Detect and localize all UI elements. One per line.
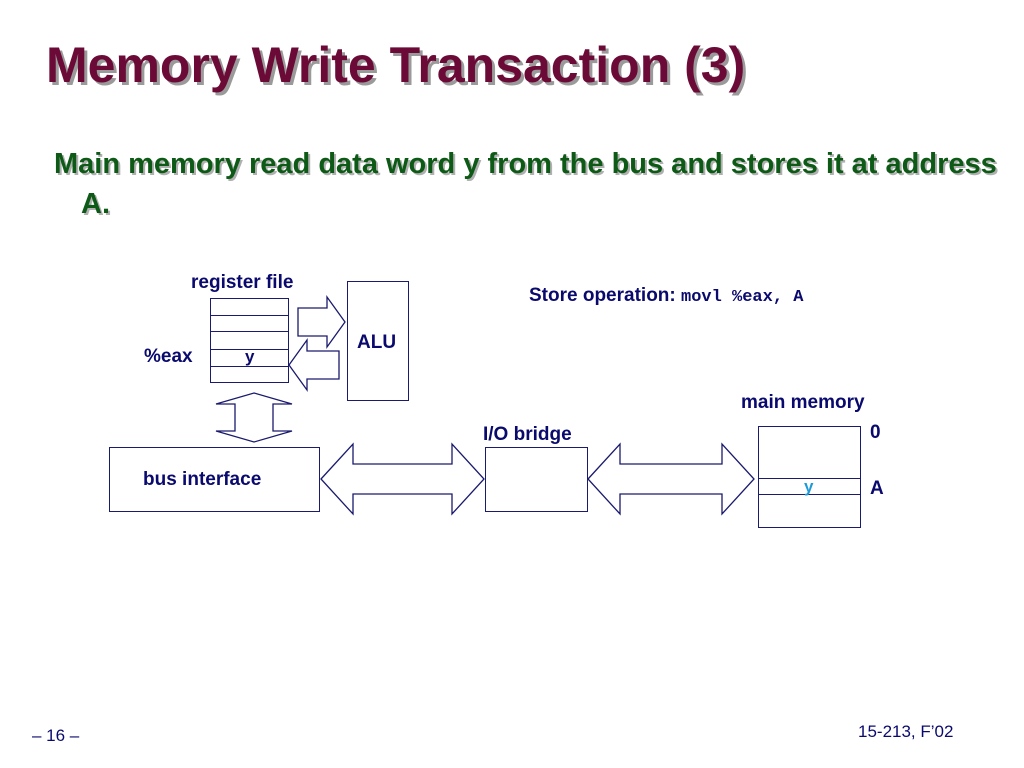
slide-title: Memory Write Transaction (3) bbox=[46, 37, 746, 93]
bus-interface-label: bus interface bbox=[143, 469, 262, 490]
alu-to-regfile-arrow bbox=[288, 337, 340, 393]
io-bridge-label: I/O bridge bbox=[483, 424, 572, 445]
store-op-label: Store operation: bbox=[529, 285, 676, 306]
bullet-text: Main memory read data word y from the bu… bbox=[54, 148, 997, 220]
register-file bbox=[210, 298, 289, 383]
bus-bridge-double-arrow bbox=[320, 442, 485, 516]
store-operation: Store operation: movl %eax, A bbox=[529, 285, 803, 307]
register-file-label: register file bbox=[191, 272, 294, 293]
main-memory-box bbox=[758, 426, 861, 528]
bus-interface-box bbox=[109, 447, 320, 512]
alu-box bbox=[347, 281, 409, 401]
bridge-memory-double-arrow bbox=[587, 442, 755, 516]
alu-label: ALU bbox=[357, 332, 397, 353]
io-bridge-box bbox=[485, 447, 588, 512]
regfile-to-alu-arrow bbox=[297, 294, 346, 350]
memory-value-y: y bbox=[804, 477, 814, 496]
eax-value: y bbox=[245, 347, 255, 366]
memory-address-0: 0 bbox=[870, 422, 881, 443]
store-op-code: movl %eax, A bbox=[681, 288, 804, 307]
main-memory-label: main memory bbox=[741, 392, 865, 413]
course-label: 15-213, F’02 bbox=[858, 722, 954, 741]
eax-label: %eax bbox=[144, 346, 193, 367]
memory-address-a: A bbox=[870, 478, 884, 499]
regfile-bus-double-arrow bbox=[215, 392, 293, 443]
page-number: – 16 – bbox=[32, 726, 80, 745]
